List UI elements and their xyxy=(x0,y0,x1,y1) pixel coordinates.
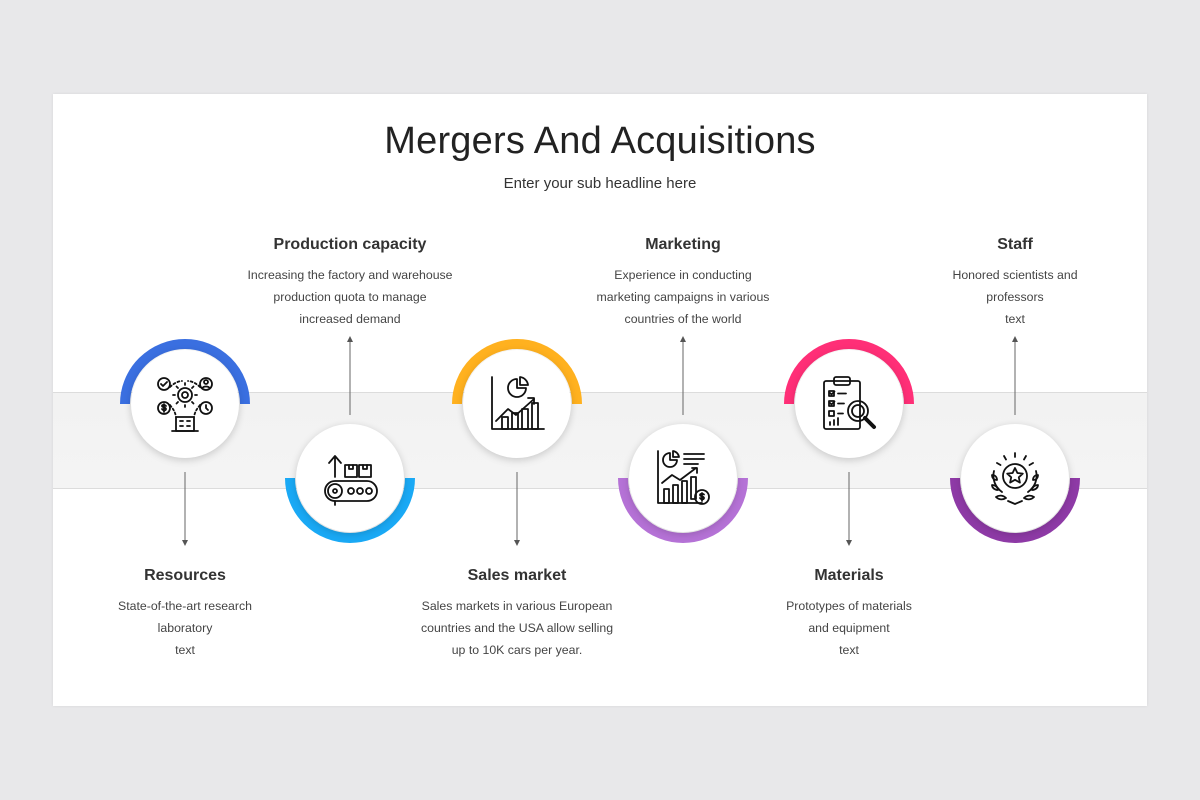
clipboard-search-icon xyxy=(823,376,876,430)
slide-title: Mergers And Acquisitions xyxy=(384,120,816,162)
desc-line: production quota to manage xyxy=(273,290,427,304)
step-text-production-capacity: Production capacity Increasing the facto… xyxy=(230,236,470,330)
step-label: Production capacity xyxy=(273,236,427,253)
ring-arc xyxy=(618,477,748,543)
step-node-resources xyxy=(120,339,250,469)
step-description: Honored scientists and professors text xyxy=(895,264,1135,330)
ring-arc xyxy=(784,339,914,405)
marketing-analytics-icon xyxy=(657,450,710,505)
icon-disc xyxy=(463,350,571,458)
desc-line: professors xyxy=(986,290,1044,304)
step-text-resources: Resources State-of-the-art research labo… xyxy=(65,567,305,661)
desc-line: countries and the USA allow selling xyxy=(420,621,614,635)
ring-arc xyxy=(120,339,250,405)
step-label: Marketing xyxy=(645,236,721,253)
icon-disc xyxy=(961,424,1069,532)
slide-subtitle: Enter your sub headline here xyxy=(503,175,697,192)
connector-line-staff xyxy=(1005,335,1025,415)
desc-line: and equipment xyxy=(808,621,890,635)
ring-arc xyxy=(950,477,1080,543)
step-description: Increasing the factory and warehouse pro… xyxy=(230,264,470,330)
connector-line-marketing xyxy=(673,335,693,415)
connector-line-production-capacity xyxy=(340,335,360,415)
desc-line: text xyxy=(1005,312,1025,326)
desc-line: State-of-the-art research xyxy=(118,599,252,613)
growth-chart-icon xyxy=(491,376,545,430)
step-text-sales-market: Sales market Sales markets in various Eu… xyxy=(397,567,637,661)
slide: Mergers And Acquisitions Enter your sub … xyxy=(53,94,1147,706)
step-label: Resources xyxy=(144,567,226,584)
desc-line: laboratory xyxy=(157,621,213,635)
desc-line: increased demand xyxy=(299,312,401,326)
desc-line: Experience in conducting xyxy=(614,268,752,282)
ring-arc xyxy=(285,477,415,543)
step-node-sales-market xyxy=(452,339,582,469)
step-label: Sales market xyxy=(467,567,567,584)
desc-line: text xyxy=(839,643,859,657)
step-description: Sales markets in various European countr… xyxy=(397,595,637,661)
icon-disc xyxy=(296,424,404,532)
desc-line: countries of the world xyxy=(624,312,742,326)
connector-line-resources xyxy=(175,472,195,547)
desc-line: up to 10K cars per year. xyxy=(451,643,583,657)
step-text-staff: Staff Honored scientists and professors … xyxy=(895,236,1135,330)
step-description: Prototypes of materials and equipment te… xyxy=(729,595,969,661)
step-node-production-capacity xyxy=(285,413,415,543)
step-label: Staff xyxy=(997,236,1033,253)
desc-line: marketing campaigns in various xyxy=(596,290,770,304)
award-star-icon xyxy=(991,452,1039,505)
step-text-materials: Materials Prototypes of materials and eq… xyxy=(729,567,969,661)
step-description: State-of-the-art research laboratory tex… xyxy=(65,595,305,661)
connector-line-materials xyxy=(839,472,859,547)
step-node-staff xyxy=(950,413,1080,543)
desc-line: Honored scientists and xyxy=(952,268,1078,282)
icon-disc xyxy=(795,350,903,458)
desc-line: Sales markets in various European xyxy=(421,599,613,613)
step-node-materials xyxy=(784,339,914,469)
desc-line: Prototypes of materials xyxy=(786,599,912,613)
conveyor-production-icon xyxy=(324,455,378,506)
resources-network-icon xyxy=(157,377,213,432)
icon-disc xyxy=(131,350,239,458)
ring-arc xyxy=(452,339,582,405)
desc-line: text xyxy=(175,643,195,657)
step-label: Materials xyxy=(814,567,884,584)
step-text-marketing: Marketing Experience in conducting marke… xyxy=(563,236,803,330)
step-node-marketing xyxy=(618,413,748,543)
desc-line: Increasing the factory and warehouse xyxy=(247,268,453,282)
step-description: Experience in conducting marketing campa… xyxy=(563,264,803,330)
connector-line-sales-market xyxy=(507,472,527,547)
